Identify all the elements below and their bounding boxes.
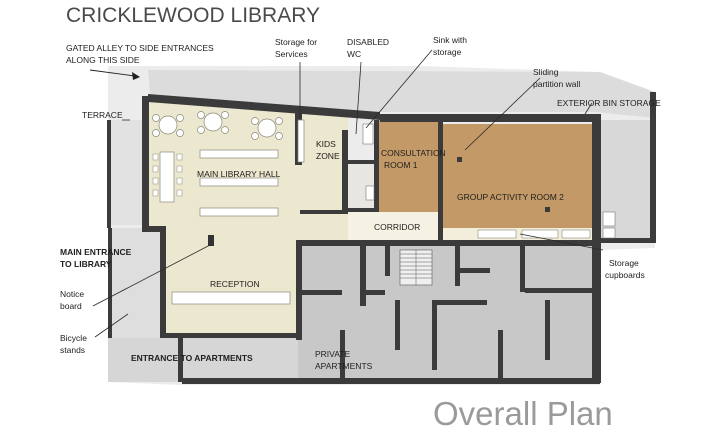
reading-table <box>152 151 183 203</box>
staircase <box>399 249 433 286</box>
kids-zone-label: ZONE <box>316 151 340 161</box>
corridor-area <box>348 212 443 240</box>
main-entrance-label: TO LIBRARY <box>60 259 112 269</box>
sink-label: storage <box>433 47 462 57</box>
storage-cupboards-label: Storage <box>609 258 639 268</box>
private-apartments-label: PRIVATE <box>315 349 350 359</box>
reception-label: RECEPTION <box>210 279 260 289</box>
plan-subtitle: Overall Plan <box>433 395 613 432</box>
consultation-label: CONSULTATION <box>381 148 446 158</box>
storage-cupboards-label: cupboards <box>605 270 645 280</box>
sliding-wall-label: Sliding <box>533 67 559 77</box>
alley-arrow-icon <box>89 69 140 80</box>
main-entrance-label: MAIN ENTRANCE <box>60 247 132 257</box>
sliding-wall-label: partition wall <box>533 79 580 89</box>
plan-title: CRICKLEWOOD LIBRARY <box>66 4 320 27</box>
walls <box>107 92 656 384</box>
disabled-wc-label: WC <box>347 49 361 59</box>
group-activity-label: GROUP ACTIVITY ROOM 2 <box>457 192 564 202</box>
private-apartments-area <box>182 240 600 382</box>
group-activity-room-area <box>442 124 592 228</box>
bicycle-label: stands <box>60 345 85 355</box>
disabled-wc-label: DISABLED <box>347 37 389 47</box>
notice-board-label: Notice <box>60 289 84 299</box>
consultation-room-area <box>377 120 440 212</box>
notice-board-label: board <box>60 301 82 311</box>
reception-desk <box>171 235 291 305</box>
storage-services-label: Services <box>275 49 308 59</box>
bin-unit <box>602 227 616 239</box>
main-entrance-area <box>108 228 163 338</box>
kids-zone-area <box>300 110 348 212</box>
sink-label: Sink with <box>433 35 467 45</box>
private-apartments-label: APARTMENTS <box>315 361 373 371</box>
gated-alley-label: GATED ALLEY TO SIDE ENTRANCES <box>66 43 214 53</box>
terrace-label: TERRACE <box>82 110 123 120</box>
terrace-area <box>108 120 148 225</box>
bicycle-label: Bicycle <box>60 333 87 343</box>
consultation-label: ROOM 1 <box>384 160 418 170</box>
entrance-apartments-area <box>108 335 298 382</box>
entrance-apartments-label: ENTRANCE TO APARTMENTS <box>131 353 253 363</box>
storage-services-label: Storage for <box>275 37 317 47</box>
gated-alley-label: ALONG THIS SIDE <box>66 55 140 65</box>
room-marker <box>457 157 462 162</box>
leader-lines <box>92 49 604 338</box>
exterior-bin-label: EXTERIOR BIN STORAGE <box>557 98 661 108</box>
kids-zone-label: KIDS <box>316 139 336 149</box>
bookshelves <box>199 119 305 217</box>
room-marker <box>545 207 550 212</box>
round-tables <box>152 111 283 140</box>
main-hall-label: MAIN LIBRARY HALL <box>197 169 281 179</box>
corridor-label: CORRIDOR <box>374 222 420 232</box>
sink-fixture <box>362 123 375 201</box>
gated-alley <box>148 70 655 118</box>
bin-unit <box>602 211 616 227</box>
